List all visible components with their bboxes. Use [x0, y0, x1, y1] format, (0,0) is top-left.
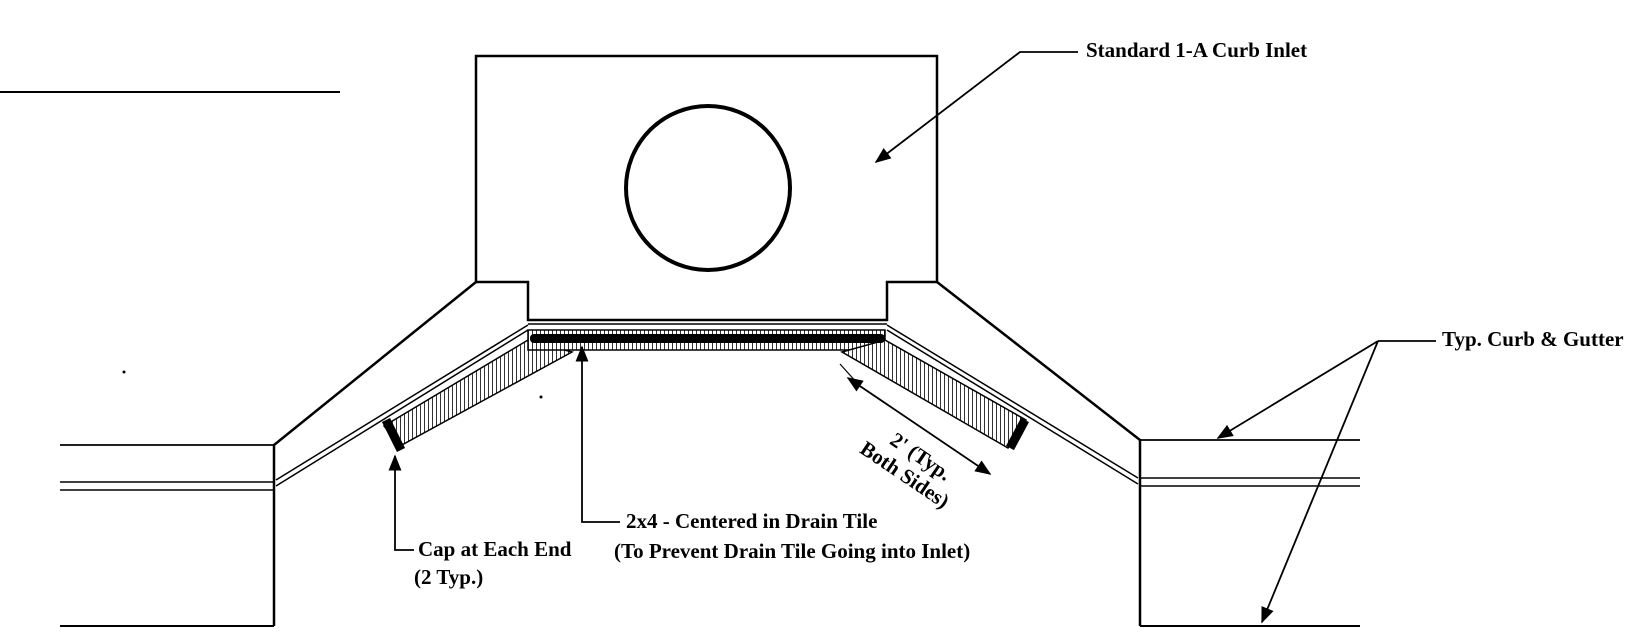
curb-gutter-label: Typ. Curb & Gutter [1442, 327, 1624, 351]
two-by-four-label-line2: (To Prevent Drain Tile Going into Inlet) [614, 539, 970, 563]
left-wing-inner-2 [275, 329, 529, 487]
curb-gutter-leader-arrow2 [1261, 340, 1379, 624]
two-by-four-label-line1: 2x4 - Centered in Drain Tile [626, 509, 877, 533]
cap-leader [388, 454, 414, 551]
curb-gutter-leader-arrow1 [1216, 340, 1379, 439]
speck-1 [122, 370, 126, 374]
left-end-cap [381, 417, 406, 453]
right-wing-outer [936, 281, 1142, 626]
dimension-label-group: 2' (Typ. Both Sides) [856, 427, 956, 513]
right-wing-inner-2 [886, 329, 1139, 485]
speck-2 [539, 395, 543, 399]
curb-inlet-outline [474, 54, 939, 322]
curb-inlet-leader [874, 51, 1078, 163]
drain-tile-right-segment [840, 339, 1028, 450]
two-by-four-leader [575, 345, 620, 523]
right-end-cap [1006, 417, 1029, 451]
dimension-line [846, 377, 992, 475]
cap-label-line2: (2 Typ.) [414, 565, 483, 589]
left-wing-inner [275, 324, 529, 481]
inlet-grate-circle [624, 104, 792, 272]
curb-inlet-label: Standard 1-A Curb Inlet [1086, 38, 1307, 62]
two-by-four-board [530, 334, 885, 343]
right-wing-inner [886, 324, 1139, 479]
cap-label-line1: Cap at Each End [418, 537, 572, 561]
dimension-extension-left [839, 363, 859, 385]
